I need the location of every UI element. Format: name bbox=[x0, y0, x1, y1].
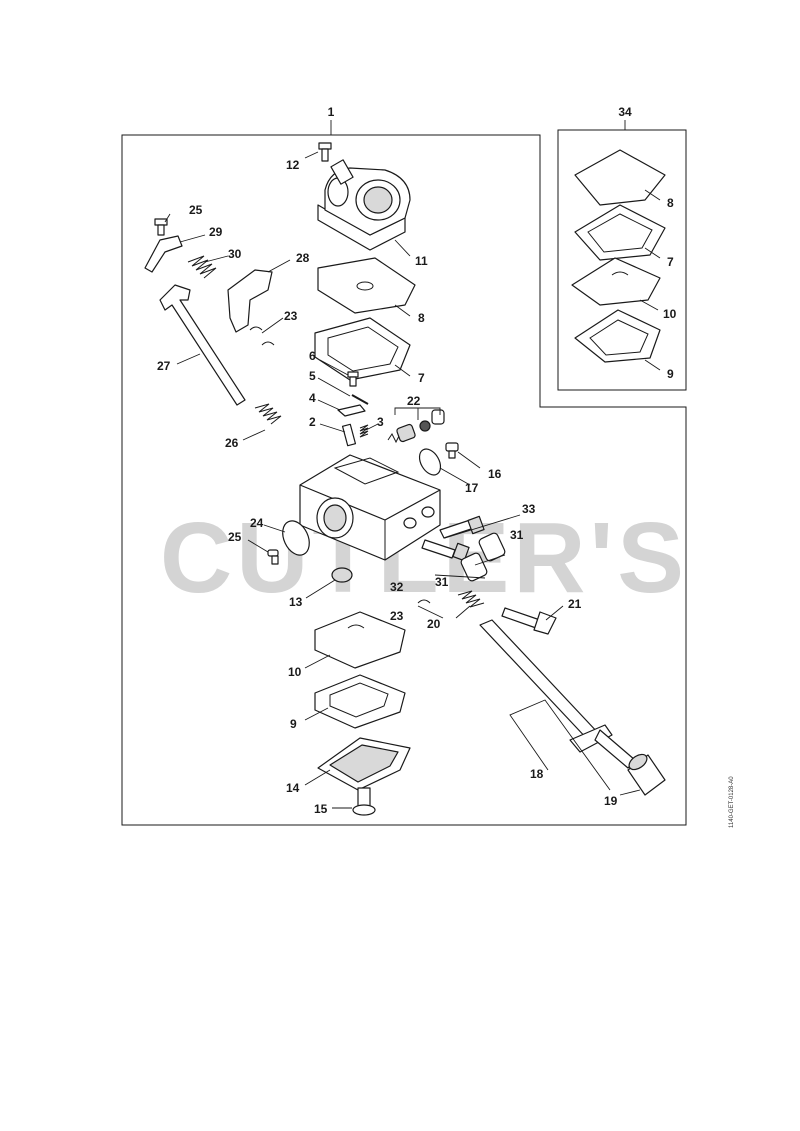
screw-part-15 bbox=[352, 787, 376, 816]
kit-gasket-part-10 bbox=[571, 257, 661, 306]
cam-part-28 bbox=[227, 269, 273, 333]
callout-25-bottom: 25 bbox=[228, 530, 242, 544]
pin-part-5 bbox=[351, 394, 369, 405]
diaphragm-part-9-main bbox=[314, 674, 406, 729]
callout-29: 29 bbox=[209, 225, 223, 239]
clip-part-23-top bbox=[249, 326, 275, 346]
valve-parts-22 bbox=[387, 409, 445, 444]
callout-3: 3 bbox=[377, 415, 384, 429]
carburetor-body bbox=[299, 454, 441, 561]
callout-4: 4 bbox=[309, 391, 316, 405]
kit-diaphragm-part-8 bbox=[574, 149, 666, 206]
carburetor-cover-part-11 bbox=[317, 159, 411, 251]
washer-part-17 bbox=[418, 448, 442, 476]
lever-part-4 bbox=[337, 404, 366, 417]
callout-31-bottom: 31 bbox=[435, 575, 449, 589]
callout-19: 19 bbox=[604, 794, 618, 808]
screw-part-12 bbox=[318, 142, 332, 162]
leader-lines bbox=[164, 151, 661, 809]
callout-kit-10: 10 bbox=[663, 307, 677, 321]
screw-part-25-bottom bbox=[267, 549, 279, 565]
shaft-part-18 bbox=[479, 619, 636, 769]
callout-11: 11 bbox=[415, 254, 428, 268]
callout-31-top: 31 bbox=[510, 528, 524, 542]
spring-part-26 bbox=[254, 403, 282, 425]
needle-part-2 bbox=[341, 423, 357, 447]
callout-2: 2 bbox=[309, 415, 316, 429]
gasket-part-7 bbox=[314, 317, 411, 381]
callout-23-bottom: 23 bbox=[390, 609, 404, 623]
callout-34: 34 bbox=[618, 105, 632, 119]
screw-part-6 bbox=[347, 371, 359, 387]
callout-24: 24 bbox=[250, 516, 264, 530]
callout-27: 27 bbox=[157, 359, 171, 373]
callout-5: 5 bbox=[309, 369, 316, 383]
callout-20: 20 bbox=[427, 617, 441, 631]
callout-15: 15 bbox=[314, 802, 328, 816]
screw-part-16 bbox=[445, 442, 459, 459]
callout-21: 21 bbox=[568, 597, 582, 611]
lever-part-21 bbox=[501, 607, 557, 635]
callout-32: 32 bbox=[390, 580, 404, 594]
callout-17: 17 bbox=[465, 481, 479, 495]
lever-part-29 bbox=[144, 235, 183, 273]
callout-25-top: 25 bbox=[189, 203, 203, 217]
callout-18: 18 bbox=[530, 767, 544, 781]
callout-9: 9 bbox=[290, 717, 297, 731]
callout-22: 22 bbox=[407, 394, 421, 408]
callout-30: 30 bbox=[228, 247, 242, 261]
callout-1: 1 bbox=[328, 105, 335, 119]
callout-6: 6 bbox=[309, 349, 316, 363]
callout-13: 13 bbox=[289, 595, 303, 609]
callout-10: 10 bbox=[288, 665, 302, 679]
callout-7: 7 bbox=[418, 371, 425, 385]
callout-kit-7: 7 bbox=[667, 255, 674, 269]
callout-14: 14 bbox=[286, 781, 300, 795]
clip-part-23-bottom bbox=[417, 599, 431, 604]
kit-diaphragm-part-9 bbox=[574, 309, 661, 363]
callout-labels: 1 34 12 11 8 7 6 5 4 2 3 22 16 17 25 29 … bbox=[157, 105, 677, 816]
callout-23-top: 23 bbox=[284, 309, 298, 323]
document-id: 1140-GET-0128-A0 bbox=[729, 776, 735, 828]
callout-kit-8: 8 bbox=[667, 196, 674, 210]
sleeve-part-19 bbox=[627, 753, 666, 796]
shaft-part-27 bbox=[159, 284, 246, 406]
callout-12: 12 bbox=[286, 158, 300, 172]
assembly-frame bbox=[121, 134, 687, 826]
adjusting-screw-part-32 bbox=[421, 539, 470, 562]
kit-frame bbox=[557, 129, 687, 391]
plate-part-24 bbox=[282, 520, 310, 556]
screw-part-25-top bbox=[154, 218, 168, 236]
gasket-part-10-main bbox=[314, 611, 406, 669]
callout-26: 26 bbox=[225, 436, 239, 450]
spring-part-20 bbox=[457, 590, 485, 608]
callout-28: 28 bbox=[296, 251, 310, 265]
diaphragm-part-8 bbox=[317, 257, 416, 314]
callout-8: 8 bbox=[418, 311, 425, 325]
callout-kit-9: 9 bbox=[667, 367, 674, 381]
spring-part-30 bbox=[187, 255, 217, 279]
spring-part-3 bbox=[359, 424, 369, 438]
callout-33: 33 bbox=[522, 502, 536, 516]
callout-16: 16 bbox=[488, 467, 502, 481]
screen-part-13 bbox=[331, 567, 353, 583]
